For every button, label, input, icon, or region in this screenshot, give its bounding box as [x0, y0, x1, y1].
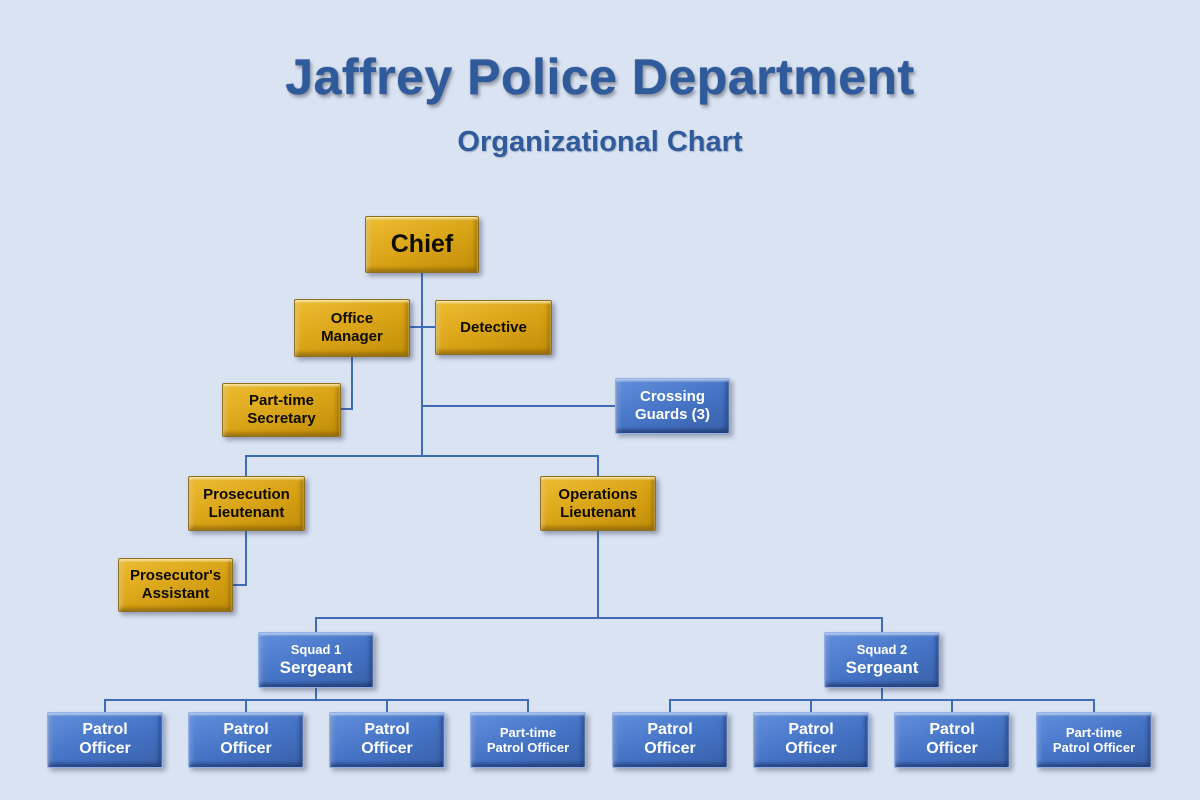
node-squad2-part-time-patrol-officer: Part-time Patrol Officer [1036, 712, 1152, 768]
node-office-manager: Office Manager [294, 299, 410, 357]
connector-squad1-v [315, 617, 317, 632]
node-crossing-guards: Crossing Guards (3) [615, 378, 730, 434]
node-squad2-label: Squad 2 [856, 642, 908, 658]
node-squad2-patrol-officer-2: Patrol Officer [753, 712, 869, 768]
connector-prosecutors-asst-v [245, 531, 247, 586]
connector-squad1-officer3-v [386, 699, 388, 712]
node-label: Patrol Officer [220, 721, 272, 757]
connector-squad2-officers-h [669, 699, 1095, 701]
node-squad1-patrol-officer-3: Patrol Officer [329, 712, 445, 768]
node-prosecution-lieutenant: Prosecution Lieutenant [188, 476, 305, 531]
node-part-time-secretary: Part-time Secretary [222, 383, 341, 437]
node-squad1-patrol-officer-2: Patrol Officer [188, 712, 304, 768]
node-label: Patrol Officer [644, 721, 696, 757]
connector-crossing-guards [422, 405, 615, 407]
node-chief-label: Chief [390, 229, 454, 258]
node-squad1-patrol-officer-1: Patrol Officer [47, 712, 163, 768]
node-part-time-secretary-label: Part-time Secretary [247, 392, 316, 427]
connector-squad1-trunk [315, 688, 317, 701]
connector-operations-trunk [597, 531, 599, 619]
node-squad2-sergeant: Squad 2 Sergeant [824, 632, 940, 688]
node-operations-lieutenant: Operations Lieutenant [540, 476, 656, 531]
node-squad2-patrol-officer-1: Patrol Officer [612, 712, 728, 768]
node-label: Part-time Patrol Officer [1052, 724, 1136, 755]
node-label: Patrol Officer [926, 721, 978, 757]
connector-officemgr-secretary-h [341, 408, 353, 410]
node-crossing-guards-label: Crossing Guards (3) [634, 388, 710, 423]
node-squad1-part-time-patrol-officer: Part-time Patrol Officer [470, 712, 586, 768]
page-subtitle: Organizational Chart [457, 126, 743, 158]
connector-officemgr-secretary-v [351, 357, 353, 410]
connector-squad1-officer4-v [527, 699, 529, 712]
connector-officemgr-detective [410, 326, 435, 328]
connector-squad2-officer2-v [810, 699, 812, 712]
connector-squad1-officer1-v [104, 699, 106, 712]
connector-squad2-trunk [881, 688, 883, 701]
connector-operations-lt-v [597, 455, 599, 476]
node-squad2-rank: Sergeant [845, 657, 919, 677]
node-squad1-sergeant: Squad 1 Sergeant [258, 632, 374, 688]
node-prosecutors-assistant: Prosecutor's Assistant [118, 558, 233, 612]
node-squad1-label: Squad 1 [290, 642, 342, 658]
connector-squad2-officer4-v [1093, 699, 1095, 712]
node-label: Patrol Officer [79, 721, 131, 757]
connector-sergeants-h [315, 617, 883, 619]
node-squad2-patrol-officer-3: Patrol Officer [894, 712, 1010, 768]
node-squad1-rank: Sergeant [279, 657, 353, 677]
node-operations-lieutenant-label: Operations Lieutenant [558, 485, 638, 521]
node-chief: Chief [365, 216, 479, 273]
node-office-manager-label: Office Manager [321, 310, 383, 345]
connector-squad1-officers-h [104, 699, 529, 701]
connector-prosecutors-asst-h [233, 584, 247, 586]
node-detective: Detective [435, 300, 552, 355]
node-label: Patrol Officer [361, 721, 413, 757]
connector-prosecution-lt-v [245, 455, 247, 476]
node-prosecution-lieutenant-label: Prosecution Lieutenant [203, 485, 290, 521]
page-title: Jaffrey Police Department [285, 49, 915, 105]
node-detective-label: Detective [460, 318, 527, 336]
node-label: Part-time Patrol Officer [486, 724, 570, 755]
connector-squad2-officer1-v [669, 699, 671, 712]
connector-squad1-officer2-v [245, 699, 247, 712]
connector-squad2-officer3-v [951, 699, 953, 712]
connector-chief-trunk [421, 273, 423, 456]
connector-lieutenants-h [245, 455, 599, 457]
connector-squad2-v [881, 617, 883, 632]
node-prosecutors-assistant-label: Prosecutor's Assistant [129, 567, 222, 602]
node-label: Patrol Officer [785, 721, 837, 757]
